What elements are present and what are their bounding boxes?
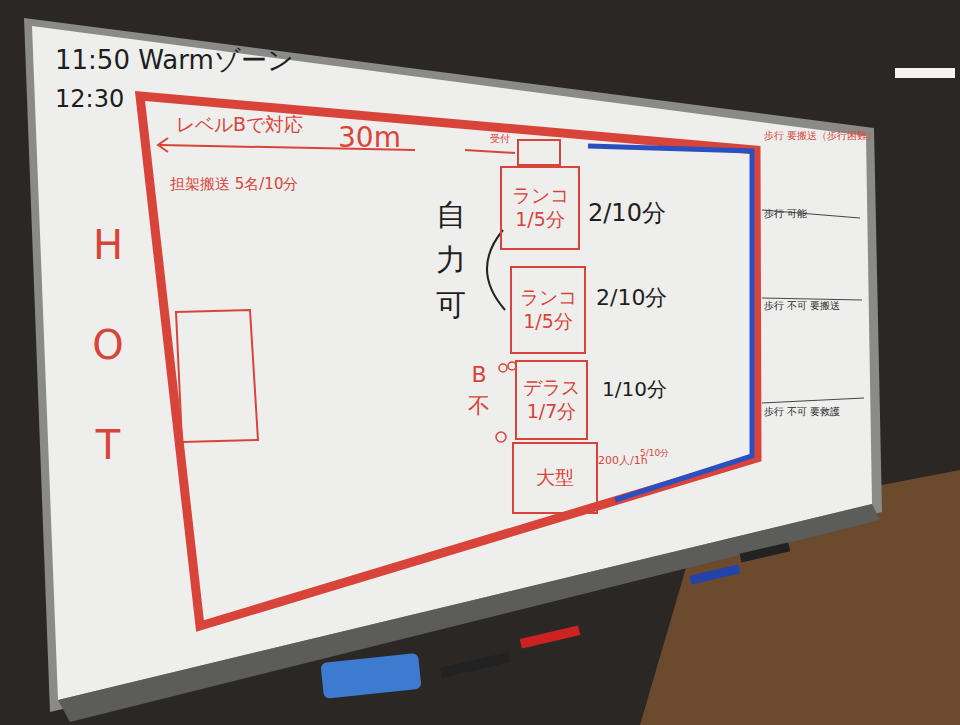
self-walk-note: 自力可 bbox=[436, 192, 466, 327]
lane-rate: 1/5分 bbox=[523, 310, 573, 334]
rate-label: 2/10分 bbox=[588, 200, 666, 228]
bracket bbox=[487, 230, 505, 310]
lane-name: デラス bbox=[523, 376, 580, 400]
distance: 30m bbox=[338, 122, 401, 154]
b-note: B不 bbox=[468, 360, 490, 422]
guide-line bbox=[465, 150, 515, 153]
lane-name: 大型 bbox=[536, 466, 574, 490]
marker bbox=[740, 543, 791, 563]
lane-rate: 1/7分 bbox=[527, 400, 577, 424]
divider bbox=[762, 298, 862, 300]
reception-box bbox=[518, 140, 560, 165]
lane-box: ランコ1/5分 bbox=[500, 166, 580, 250]
area-box bbox=[176, 310, 258, 442]
level-note: レベルBで対応 bbox=[176, 114, 303, 136]
category-note: 歩行 可能 bbox=[764, 208, 807, 220]
transport-note: 担架搬送 5名/10分 bbox=[170, 176, 298, 193]
category-note: 歩行 不可 要救護 bbox=[764, 406, 840, 418]
lane-box: 大型 bbox=[512, 442, 598, 514]
marker-tray bbox=[58, 504, 880, 722]
time-zone-note: 11:50 Warmゾーン bbox=[55, 46, 294, 76]
ceiling-light bbox=[895, 68, 955, 78]
category-note: 歩行 要搬送（歩行困難） bbox=[764, 130, 877, 142]
reception-label: 受付 bbox=[490, 133, 510, 145]
warm-zone-boundary bbox=[588, 146, 752, 500]
circle-mark bbox=[499, 364, 507, 372]
marker bbox=[520, 625, 581, 648]
whiteboard bbox=[32, 26, 872, 700]
lane-box: デラス1/7分 bbox=[515, 360, 588, 440]
marker bbox=[690, 565, 741, 585]
time-note: 12:30 bbox=[55, 86, 124, 114]
rate-label: 2/10分 bbox=[596, 285, 667, 310]
arrow-head bbox=[158, 138, 168, 152]
marker bbox=[440, 652, 510, 677]
zone-name: HOT bbox=[88, 195, 128, 495]
hot-zone-boundary bbox=[140, 96, 757, 626]
lane-rate: 1/5分 bbox=[515, 208, 565, 232]
rate-label: 1/10分 bbox=[602, 378, 667, 401]
lane-box: ランコ1/5分 bbox=[510, 266, 586, 354]
eraser bbox=[320, 653, 421, 699]
lane-name: ランコ bbox=[520, 286, 577, 310]
category-note: 歩行 不可 要搬送 bbox=[764, 300, 840, 312]
divider bbox=[762, 398, 864, 403]
lane-name: ランコ bbox=[512, 184, 569, 208]
circle-mark bbox=[496, 432, 506, 442]
rate-label: 5/10分 bbox=[640, 448, 669, 458]
